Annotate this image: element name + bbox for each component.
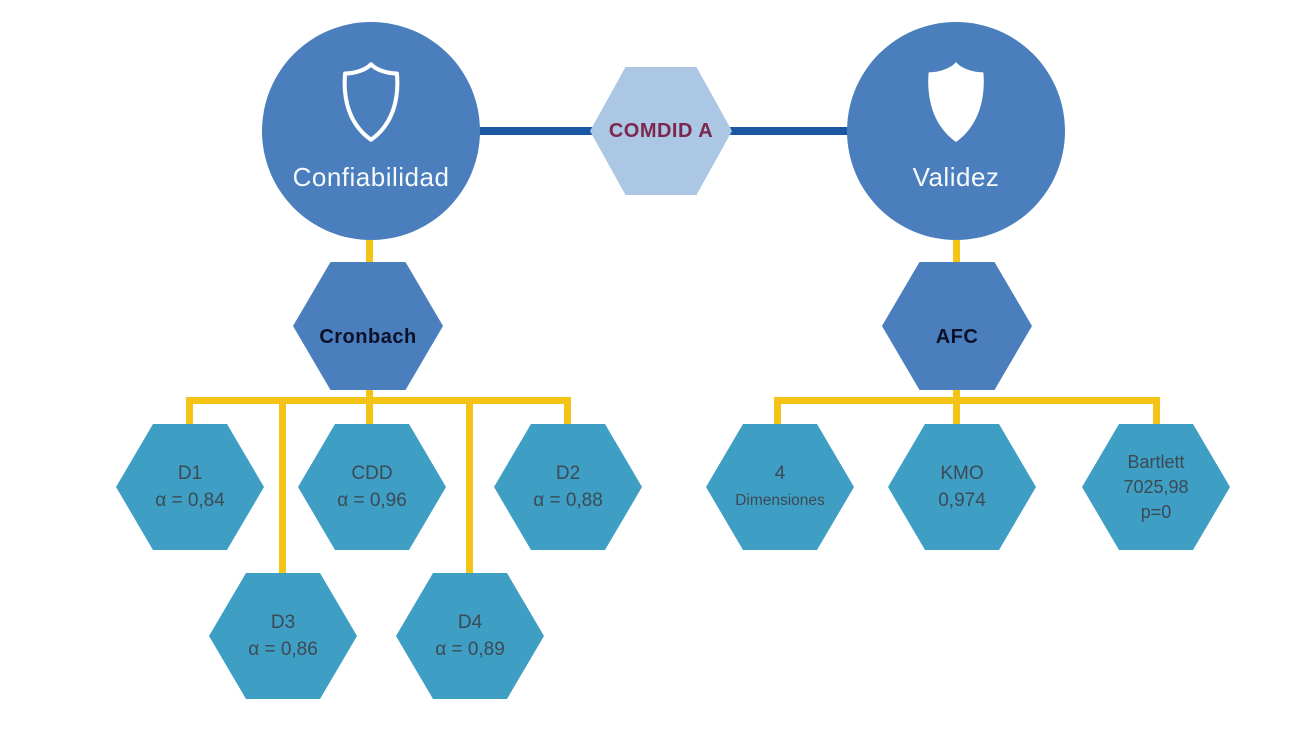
connector-drop-d4	[466, 397, 473, 576]
d3-alpha: α = 0,86	[248, 639, 318, 660]
comdid-a-label: COMDID A	[608, 119, 714, 142]
bartlett-pvalue: p=0	[1140, 501, 1172, 522]
kmo-title: KMO	[940, 463, 984, 484]
connector-drop-bartlett	[1153, 397, 1160, 427]
node-confiabilidad: Confiabilidad	[262, 22, 480, 240]
connector-right-bar	[774, 397, 1160, 404]
node-afc: AFC	[882, 262, 1032, 390]
d4-title: D4	[457, 612, 483, 633]
node-d4: D4 α = 0,89	[396, 573, 544, 699]
connector-left-bar	[186, 397, 571, 404]
node-validez: Validez	[847, 22, 1065, 240]
node-kmo: KMO 0,974	[888, 424, 1036, 550]
connector-drop-d3	[279, 397, 286, 576]
shield-solid-icon	[919, 59, 993, 150]
kmo-value: 0,974	[938, 490, 986, 511]
shield-outline-icon	[334, 59, 408, 150]
d2-title: D2	[555, 463, 581, 484]
dimensiones-label: Dimensiones	[735, 492, 825, 509]
dimensiones-count: 4	[774, 463, 786, 484]
node-comdid-a: COMDID A	[590, 67, 732, 195]
connector-confiabilidad-cronbach	[366, 240, 373, 266]
validez-label: Validez	[912, 162, 1000, 192]
confiabilidad-label: Confiabilidad	[292, 162, 450, 192]
node-dimensiones: 4 Dimensiones	[706, 424, 854, 550]
d2-alpha: α = 0,88	[533, 490, 603, 511]
node-cdd: CDD α = 0,96	[298, 424, 446, 550]
node-cronbach: Cronbach	[293, 262, 443, 390]
connector-validez-afc	[953, 240, 960, 266]
connector-afc-bar	[953, 385, 960, 428]
connector-drop-d2	[564, 397, 571, 427]
d3-title: D3	[270, 612, 296, 633]
bartlett-value: 7025,98	[1123, 476, 1189, 497]
d1-title: D1	[177, 463, 203, 484]
cdd-alpha: α = 0,96	[337, 490, 407, 511]
node-d1: D1 α = 0,84	[116, 424, 264, 550]
connector-drop-d1	[186, 397, 193, 427]
node-d3: D3 α = 0,86	[209, 573, 357, 699]
node-d2: D2 α = 0,88	[494, 424, 642, 550]
cronbach-label: Cronbach	[319, 325, 417, 348]
d1-alpha: α = 0,84	[155, 490, 225, 511]
connector-cronbach-bar	[366, 385, 373, 428]
bartlett-title: Bartlett	[1127, 451, 1185, 472]
cdd-title: CDD	[351, 463, 393, 484]
connector-drop-dimensiones	[774, 397, 781, 427]
node-bartlett: Bartlett 7025,98 p=0	[1082, 424, 1230, 550]
afc-label: AFC	[935, 325, 979, 348]
d4-alpha: α = 0,89	[435, 639, 505, 660]
